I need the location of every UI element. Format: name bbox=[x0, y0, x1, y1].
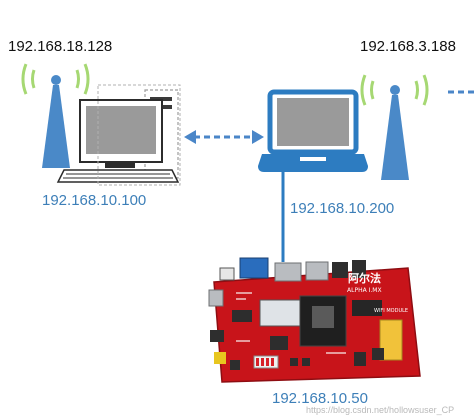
arrow-right-head bbox=[252, 130, 264, 144]
tower-body bbox=[381, 95, 409, 180]
wifi-arc bbox=[370, 80, 375, 100]
wifi-arc bbox=[75, 69, 80, 89]
laptop-wifi-ip-label: 192.168.3.188 bbox=[360, 38, 456, 55]
left-wifi-tower-icon bbox=[21, 63, 90, 168]
laptop-lan-ip-label: 192.168.10.200 bbox=[290, 200, 395, 217]
wifi-arc bbox=[21, 63, 28, 95]
wifi-arc bbox=[414, 80, 419, 100]
pc1-wifi-ip-label: 192.168.18.128 bbox=[8, 38, 113, 55]
lan-link-arrow bbox=[184, 130, 264, 144]
wifi-arc bbox=[360, 74, 367, 106]
board-wifi-module: WIFI MODULE bbox=[374, 308, 408, 314]
board-ip-label: 192.168.10.50 bbox=[272, 390, 368, 407]
board-brand-cn: 阿尔法 bbox=[348, 271, 381, 285]
laptop-icon bbox=[258, 89, 368, 172]
watermark: https://blog.csdn.net/hollowsuser_CP bbox=[306, 405, 455, 415]
arrow-left-head bbox=[184, 130, 196, 144]
board-brand-en: ALPHA I.MX bbox=[347, 287, 382, 294]
desktop-pc-icon bbox=[56, 84, 181, 186]
right-wifi-tower-icon bbox=[360, 74, 429, 180]
antenna-tip bbox=[390, 85, 400, 95]
dev-board-image: 阿尔法 ALPHA I.MX WIFI MODULE bbox=[208, 257, 421, 383]
tower-body bbox=[42, 85, 70, 168]
antenna-tip bbox=[51, 75, 61, 85]
pc1-lan-ip-label: 192.168.10.100 bbox=[42, 192, 147, 209]
wifi-arc bbox=[422, 74, 429, 106]
wifi-arc bbox=[31, 69, 36, 89]
wifi-arc bbox=[83, 63, 90, 95]
